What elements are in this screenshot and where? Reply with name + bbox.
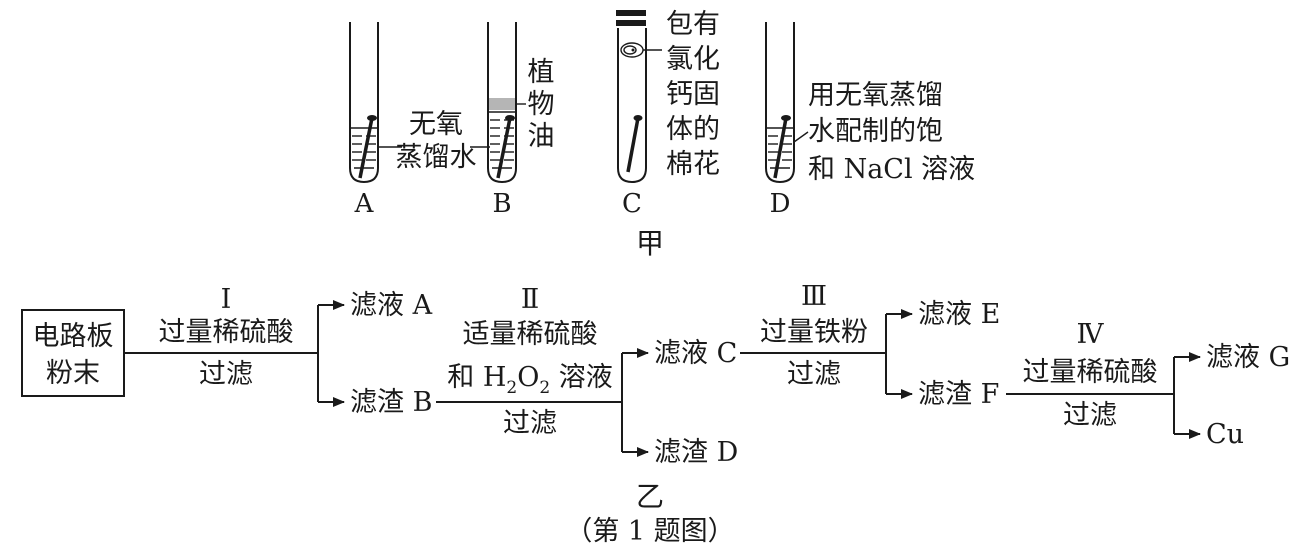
copper-product: Cu — [1206, 419, 1244, 450]
test-tube-a: A — [349, 22, 379, 219]
test-tube-b: B — [487, 22, 526, 219]
caption-jia: 甲 — [636, 227, 664, 260]
step-3-operation: 过滤 — [787, 359, 841, 390]
start-box-line1: 电路板 — [33, 321, 114, 352]
residue-b: 滤渣 B — [350, 387, 432, 418]
filtrate-c: 滤液 C — [654, 338, 737, 369]
cacl2-label-line2: 氯化 — [666, 44, 720, 75]
tube-c-glass — [617, 28, 647, 184]
tube-b-letter: B — [492, 189, 511, 219]
test-tube-c: C — [616, 10, 662, 219]
residue-f: 滤渣 F — [918, 379, 999, 410]
filtrate-e: 滤液 E — [918, 299, 1000, 330]
cacl2-label-line1: 包有 — [666, 9, 720, 40]
nacl-label-line3: 和 NaCl 溶液 — [808, 154, 975, 185]
oil-label: 植 物 油 — [528, 57, 555, 152]
step-4-operation: 过滤 — [1063, 400, 1117, 431]
nacl-label: 用无氧蒸馏 水配制的饱 和 NaCl 溶液 — [808, 80, 975, 185]
tube-b-oil-layer — [489, 98, 515, 110]
tube-d-solution — [767, 127, 793, 169]
start-box-line2: 粉末 — [46, 358, 100, 389]
tube-c-stopper-bottom — [616, 20, 646, 26]
filtrate-a: 滤液 A — [350, 290, 433, 321]
tube-c-stopper-top — [616, 10, 646, 16]
step-3-reagent: 过量铁粉 — [760, 317, 868, 348]
tube-a-glass — [349, 22, 379, 184]
cacl2-label: 包有 氯化 钙固 体的 棉花 — [666, 9, 720, 180]
tube-a-letter: A — [354, 189, 375, 219]
tube-d-glass — [765, 22, 795, 184]
caption-yi: 乙 — [636, 480, 664, 513]
figure-note: （第 1 题图） — [565, 516, 734, 547]
step-2: Ⅱ 适量稀硫酸 和 H2O2 溶液 过滤 — [436, 284, 649, 457]
nacl-label-line2: 水配制的饱 — [808, 116, 943, 147]
residue-d: 滤渣 D — [654, 437, 738, 468]
step-1-reagent: 过量稀硫酸 — [159, 317, 294, 348]
tube-c-letter: C — [622, 189, 642, 219]
part-yi: 电路板 粉末 Ⅰ 过量稀硫酸 过滤 滤液 A 滤渣 B Ⅱ 适量稀硫酸 和 H2… — [21, 281, 1290, 547]
water-label-line2: 蒸馏水 — [396, 142, 477, 173]
step-2-reagent-line1: 适量稀硫酸 — [463, 319, 598, 350]
cacl2-label-line4: 体的 — [666, 114, 720, 145]
part-jia: A 无氧 蒸馏水 — [349, 9, 975, 260]
tube-c-nail — [626, 115, 643, 173]
step-1-operation: 过滤 — [199, 359, 253, 390]
tube-a-nail — [358, 115, 377, 179]
cacl2-label-line5: 棉花 — [666, 149, 720, 180]
step-1-numeral: Ⅰ — [221, 284, 232, 315]
tube-c-cotton — [620, 42, 644, 58]
cacl2-label-line3: 钙固 — [666, 79, 720, 110]
step-3-numeral: Ⅲ — [801, 281, 827, 312]
tube-d-nail — [773, 115, 791, 179]
nacl-label-line1: 用无氧蒸馏 — [808, 80, 943, 111]
tube-d-letter: D — [770, 189, 791, 219]
oil-label-line3: 油 — [528, 121, 555, 152]
filtrate-g: 滤液 G — [1206, 342, 1290, 373]
water-label-line1: 无氧 — [409, 109, 463, 140]
start-box: 电路板 粉末 — [21, 309, 125, 397]
water-label: 无氧 蒸馏水 — [378, 109, 490, 173]
test-tube-d: D — [765, 22, 809, 219]
step-4-reagent: 过量稀硫酸 — [1023, 357, 1158, 388]
step-3: Ⅲ 过量铁粉 过滤 — [740, 281, 913, 399]
step-2-reagent-line2: 和 H2O2 溶液 — [447, 362, 613, 398]
step-2-operation: 过滤 — [503, 408, 557, 439]
tube-b-nail — [496, 115, 515, 179]
step-1: Ⅰ 过量稀硫酸 过滤 — [124, 284, 345, 407]
oil-label-line2: 物 — [528, 89, 555, 120]
tube-b-glass — [487, 22, 517, 184]
step-2-numeral: Ⅱ — [521, 284, 539, 315]
step-4-numeral: Ⅳ — [1077, 319, 1105, 350]
oil-label-line1: 植 — [528, 57, 555, 88]
step-4: Ⅳ 过量稀硫酸 过滤 — [1006, 319, 1201, 439]
